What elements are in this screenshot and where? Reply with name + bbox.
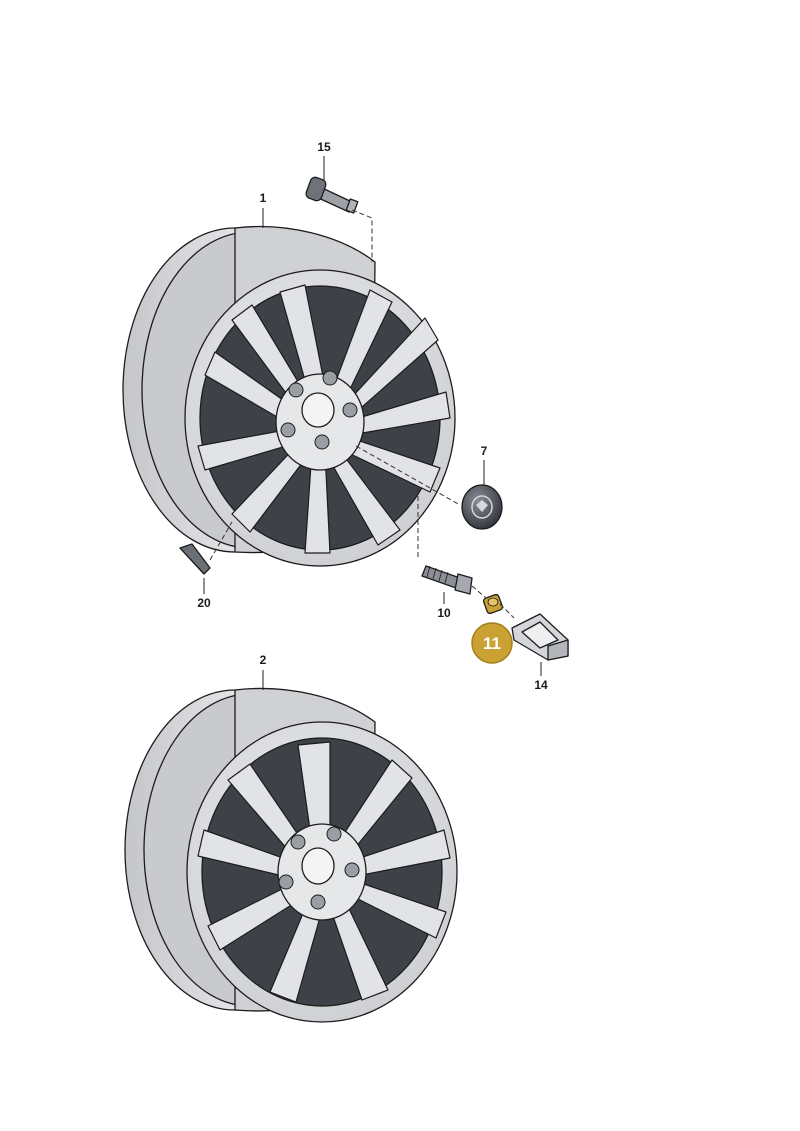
callout-11: 11 [483, 634, 501, 653]
callout-11-badge[interactable]: 11 [471, 622, 513, 664]
hub-cap [461, 484, 503, 530]
wheel-bolt [421, 565, 473, 595]
balance-weight [179, 543, 211, 575]
callout-7: 7 [481, 444, 488, 458]
callout-1: 1 [260, 191, 267, 205]
callout-20: 20 [197, 596, 211, 610]
callout-2: 2 [260, 653, 267, 667]
callout-14: 14 [534, 678, 548, 692]
tire-valve [305, 176, 359, 214]
callout-15: 15 [317, 140, 331, 154]
wheel-lower [124, 687, 458, 1023]
wheel-upper [122, 225, 456, 567]
leader-lines [203, 156, 542, 690]
callout-10: 10 [437, 606, 451, 620]
valve-cap-part [482, 593, 504, 615]
tpms-sensor [511, 613, 569, 661]
